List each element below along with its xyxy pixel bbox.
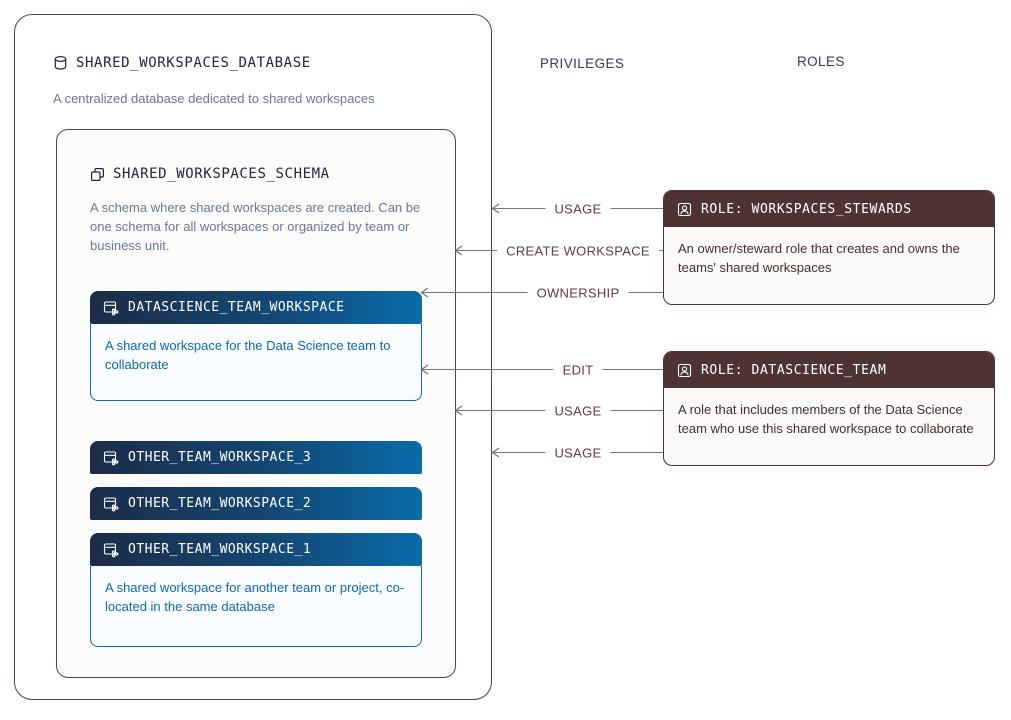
workspace-card-header: OTHER_TEAM_WORKSPACE_1 [90, 533, 422, 566]
role-card-header: ROLE: WORKSPACES_STEWARDS [664, 191, 994, 227]
workspace-title: DATASCIENCE_TEAM_WORKSPACE [128, 300, 345, 315]
privilege-connector-usage-schema-ds: USAGE [454, 403, 663, 419]
arrow-left-icon [454, 245, 463, 256]
arrow-left-icon [454, 405, 463, 416]
privilege-connector-create-workspace: CREATE WORKSPACE [454, 243, 663, 259]
database-description: A centralized database dedicated to shar… [53, 91, 375, 106]
schema-icon [90, 167, 105, 182]
privilege-connector-edit: EDIT [420, 362, 663, 378]
workspace-card-datascience: DATASCIENCE_TEAM_WORKSPACE A shared work… [90, 291, 422, 401]
workspace-title: OTHER_TEAM_WORKSPACE_2 [128, 496, 312, 511]
privilege-connector-ownership: OWNERSHIP [420, 285, 663, 301]
role-card-header: ROLE: DATASCIENCE_TEAM [664, 352, 994, 388]
workspace-icon [103, 450, 119, 466]
database-icon [53, 55, 68, 71]
workspace-card-other-1: OTHER_TEAM_WORKSPACE_1 A shared workspac… [90, 533, 422, 647]
role-title: ROLE: WORKSPACES_STEWARDS [701, 201, 912, 217]
role-badge-icon [677, 202, 692, 217]
arrow-left-icon [420, 364, 429, 375]
privilege-label: EDIT [553, 362, 603, 378]
workspace-card-header: OTHER_TEAM_WORKSPACE_2 [90, 487, 422, 520]
role-title: ROLE: DATASCIENCE_TEAM [701, 362, 887, 378]
database-container: SHARED_WORKSPACES_DATABASE A centralized… [14, 14, 492, 700]
role-description: An owner/steward role that creates and o… [678, 241, 960, 275]
workspace-card-other-3: OTHER_TEAM_WORKSPACE_3 [90, 441, 422, 474]
workspace-icon [103, 300, 119, 316]
workspace-title: OTHER_TEAM_WORKSPACE_1 [128, 542, 312, 557]
privilege-label: USAGE [545, 445, 611, 461]
role-card-workspaces-stewards: ROLE: WORKSPACES_STEWARDS An owner/stewa… [663, 190, 995, 305]
privilege-label: OWNERSHIP [527, 285, 629, 301]
workspace-description: A shared workspace for the Data Science … [90, 324, 422, 401]
schema-container: SHARED_WORKSPACES_SCHEMA A schema where … [56, 129, 456, 678]
workspace-title: OTHER_TEAM_WORKSPACE_3 [128, 450, 312, 465]
role-card-datascience-team: ROLE: DATASCIENCE_TEAM A role that inclu… [663, 351, 995, 466]
privilege-connector-usage-db-stewards: USAGE [491, 201, 663, 217]
privileges-column-header: PRIVILEGES [540, 56, 625, 71]
schema-title: SHARED_WORKSPACES_SCHEMA [113, 166, 330, 182]
schema-description: A schema where shared workspaces are cre… [90, 200, 421, 253]
role-description: A role that includes members of the Data… [678, 402, 974, 436]
roles-column-header: ROLES [797, 54, 845, 69]
workspace-icon [103, 496, 119, 512]
privilege-connector-usage-db-ds: USAGE [491, 445, 663, 461]
privilege-label: USAGE [545, 201, 611, 217]
workspace-card-header: OTHER_TEAM_WORKSPACE_3 [90, 441, 422, 474]
arrow-left-icon [491, 447, 500, 458]
arrow-left-icon [420, 287, 429, 298]
privilege-label: USAGE [545, 403, 611, 419]
privilege-label: CREATE WORKSPACE [497, 243, 659, 259]
workspace-icon [103, 542, 119, 558]
workspace-card-header: DATASCIENCE_TEAM_WORKSPACE [90, 291, 422, 324]
role-badge-icon [677, 363, 692, 378]
workspace-card-other-2: OTHER_TEAM_WORKSPACE_2 [90, 487, 422, 520]
database-header: SHARED_WORKSPACES_DATABASE [53, 55, 311, 71]
workspace-description: A shared workspace for another team or p… [90, 566, 422, 647]
schema-header: SHARED_WORKSPACES_SCHEMA [90, 166, 330, 182]
database-title: SHARED_WORKSPACES_DATABASE [76, 55, 311, 71]
arrow-left-icon [491, 203, 500, 214]
